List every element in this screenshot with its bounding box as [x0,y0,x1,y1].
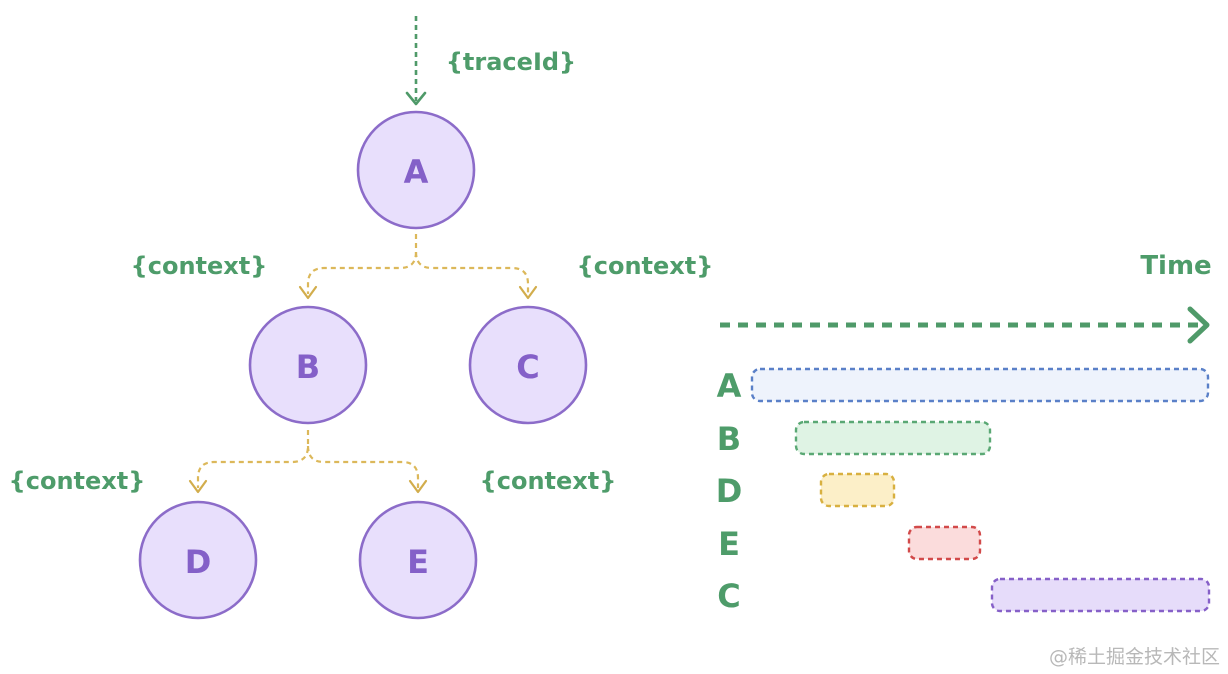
timeline-row-e-label: E [718,525,740,563]
timeline-row-e: E [718,525,982,563]
context-label-e: {context} [480,467,617,495]
timeline-row-c: C [717,577,1211,615]
node-c-label: C [516,348,539,386]
context-label-c: {context} [577,252,714,280]
trace-id-label: {traceId} [446,48,576,76]
node-d-label: D [185,543,212,581]
node-e-label: E [407,543,429,581]
call-tree: {traceId} {context} {context} {context} … [9,16,714,620]
node-a-label: A [404,153,429,191]
node-e: E [358,500,478,620]
span-bar-e [907,525,982,561]
node-c: C [468,305,588,425]
context-label-d: {context} [9,467,146,495]
context-label-b: {context} [131,252,268,280]
time-axis-arrow [720,306,1210,344]
connector-b-children [188,430,428,494]
span-bar-c [990,577,1211,613]
time-axis-label: Time [1140,251,1211,281]
timeline-row-b-label: B [717,420,741,458]
timeline-row-d: D [716,472,896,510]
span-bar-a [750,367,1210,403]
node-b-label: B [296,348,320,386]
connector-a-children [298,234,538,300]
timeline-row-d-label: D [716,472,743,510]
node-a: A [356,110,476,230]
timeline-row-a: A [717,367,1210,405]
timeline-row-c-label: C [717,577,740,615]
node-d: D [138,500,258,620]
timeline-row-a-label: A [717,367,742,405]
node-b: B [248,305,368,425]
span-bar-d [819,472,896,508]
watermark: @稀土掘金技术社区 [1049,646,1220,668]
trace-id-arrow [405,16,427,106]
timeline: Time A B D E C [716,251,1212,615]
span-bar-b [794,420,992,456]
timeline-row-b: B [717,420,992,458]
